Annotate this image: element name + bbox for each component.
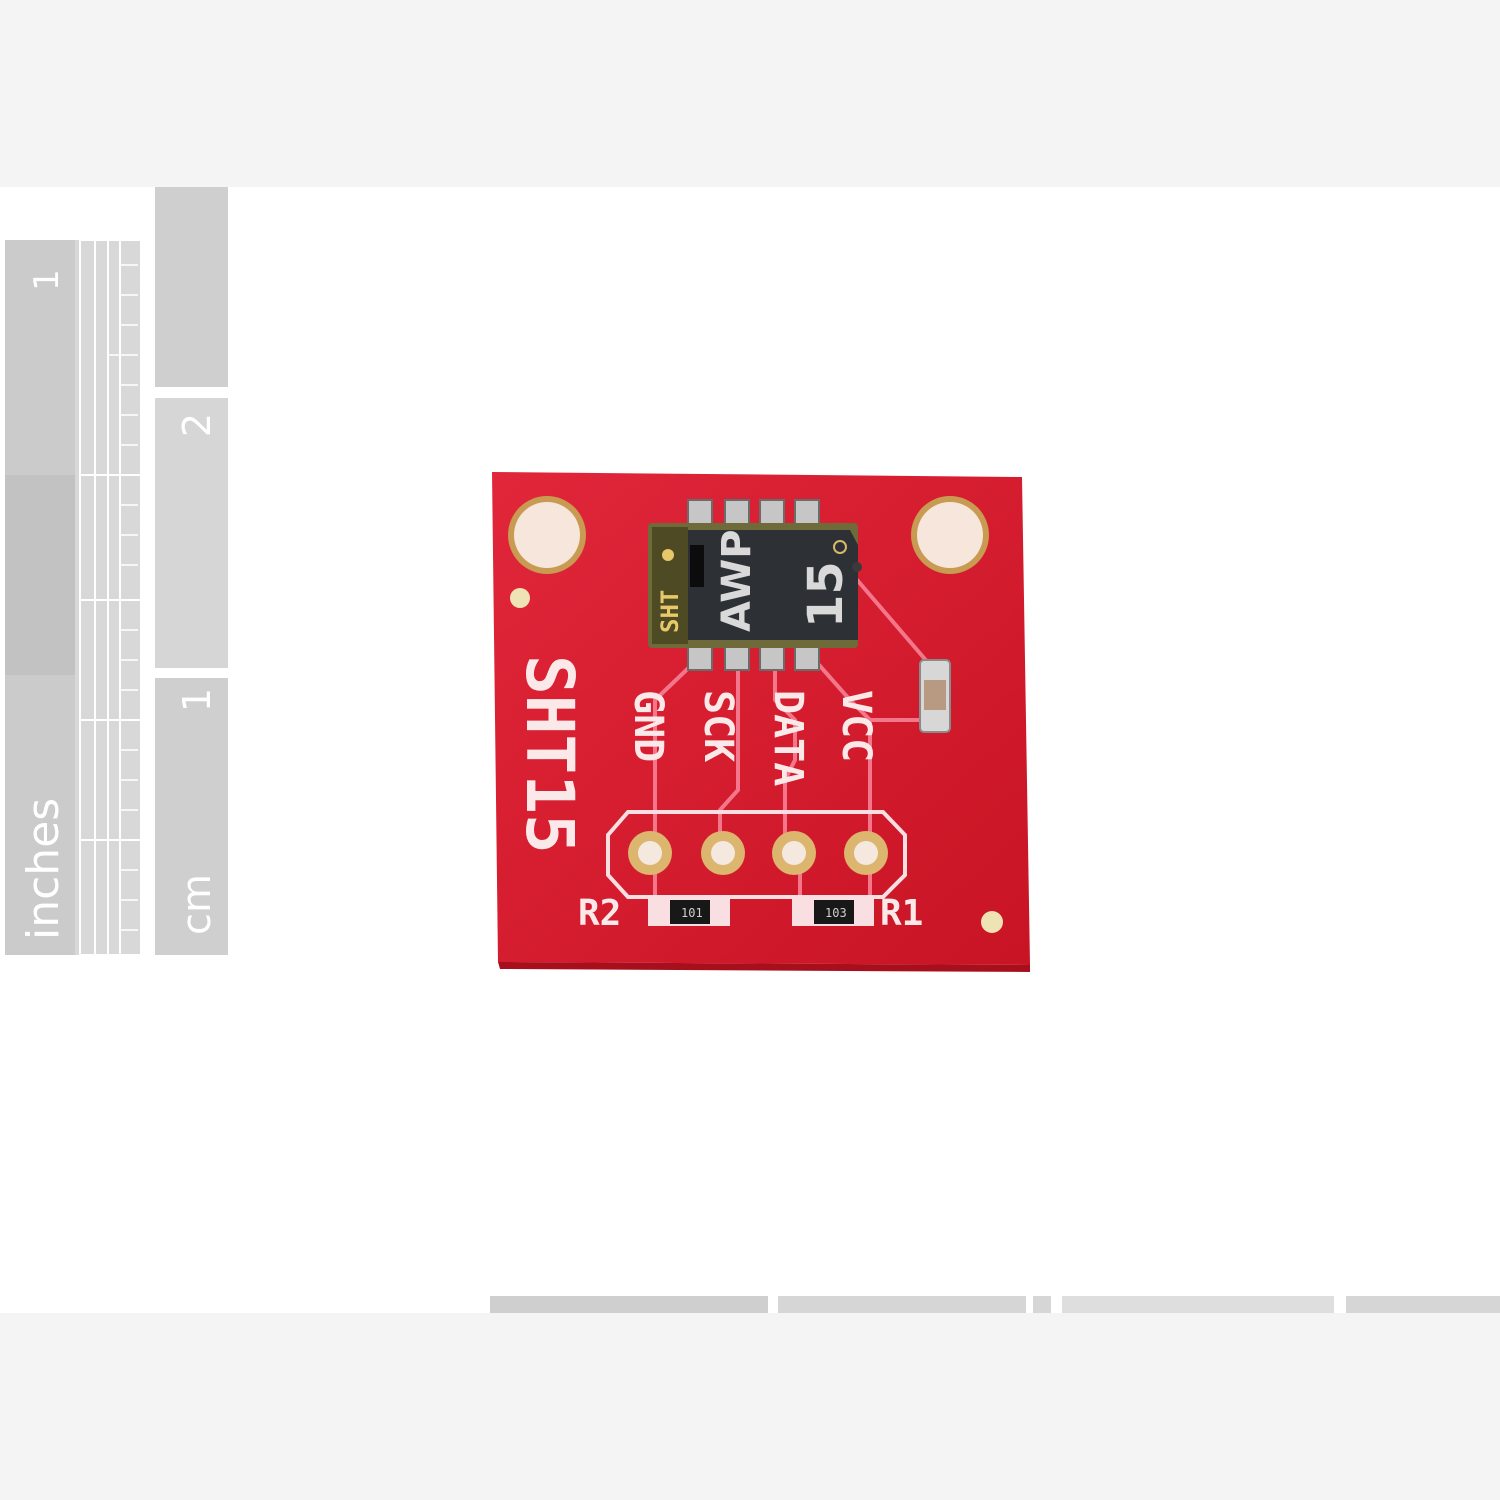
inches-label: inches: [18, 798, 69, 940]
sht15-sensor-chip: SHT AWP 15: [648, 499, 862, 671]
board-title: SHT15: [511, 655, 588, 854]
sensor-silk-label: SHT: [656, 590, 684, 633]
cm-mark-1: 1: [175, 688, 219, 712]
resistor-label-r1: R1: [880, 893, 923, 934]
bottom-ruler: [490, 1296, 1500, 1313]
cm-label: cm: [174, 874, 220, 935]
top-background-band: [0, 0, 1500, 187]
cm-mark-2: 2: [175, 413, 219, 437]
header-pads: [628, 831, 888, 875]
pin-label-data: DATA: [765, 690, 811, 786]
mounting-hole-left: [508, 496, 586, 574]
inches-mark-1: 1: [27, 269, 67, 291]
pin-label-gnd: GND: [625, 690, 671, 762]
bottom-background-band: [0, 1313, 1500, 1500]
mounting-hole-right: [911, 496, 989, 574]
sensor-marking-awp: AWP: [714, 529, 760, 632]
sensor-marking-15: 15: [798, 561, 854, 628]
pin-label-sck: SCK: [695, 690, 741, 762]
resistor-r2: 101: [648, 898, 730, 926]
fiducial-top: [510, 588, 530, 608]
traces: [653, 558, 932, 905]
resistor-r1-code: 103: [825, 906, 847, 920]
pin-label-vcc: VCC: [833, 690, 879, 762]
cm-ruler: 2 1 cm: [155, 187, 228, 955]
pcb-body: [492, 472, 1030, 965]
resistor-r1: 103: [792, 898, 874, 926]
fiducial-bottom: [981, 911, 1003, 933]
resistor-label-r2: R2: [578, 893, 621, 934]
capacitor: [919, 659, 951, 733]
inches-ruler: 1 inches: [5, 190, 140, 956]
header-outline: [606, 810, 907, 899]
resistor-r2-code: 101: [681, 906, 703, 920]
